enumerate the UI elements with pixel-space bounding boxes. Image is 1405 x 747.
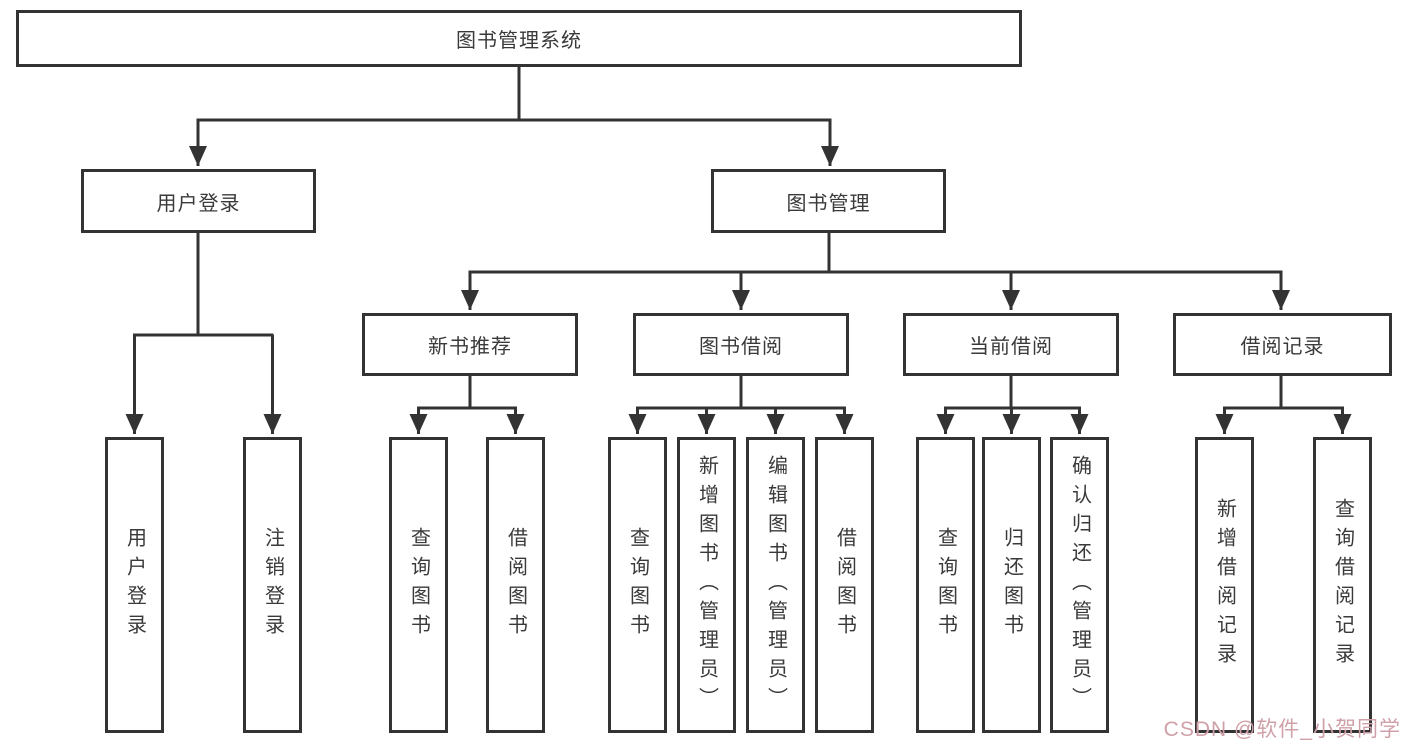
node-current-borrow: 当前借阅 [903, 313, 1119, 376]
leaf-borrow-borrow-books: 借阅图书 [815, 437, 874, 733]
leaf-records-query-record: 查询借阅记录 [1313, 437, 1372, 733]
node-library-system: 图书管理系统 [16, 10, 1022, 67]
leaf-borrow-edit-books-admin: 编辑图书（管理员） [746, 437, 805, 733]
leaf-recommend-query-books: 查询图书 [389, 437, 448, 733]
leaf-current-query-books: 查询图书 [916, 437, 975, 733]
watermark: CSDN @软件_小贺同学 [1163, 718, 1401, 741]
node-user-login: 用户登录 [81, 169, 316, 233]
leaf-records-add-record: 新增借阅记录 [1195, 437, 1254, 733]
node-book-borrow: 图书借阅 [633, 313, 849, 376]
leaf-recommend-borrow-books: 借阅图书 [486, 437, 545, 733]
leaf-current-confirm-return-admin: 确认归还（管理员） [1050, 437, 1109, 733]
node-borrow-records: 借阅记录 [1173, 313, 1392, 376]
leaf-current-return-books: 归还图书 [982, 437, 1041, 733]
leaf-borrow-add-books-admin: 新增图书（管理员） [677, 437, 736, 733]
leaf-user-login: 用户登录 [105, 437, 164, 733]
leaf-logout: 注销登录 [243, 437, 302, 733]
leaf-borrow-query-books: 查询图书 [608, 437, 667, 733]
node-book-management: 图书管理 [711, 169, 946, 233]
node-new-book-recommend: 新书推荐 [362, 313, 578, 376]
